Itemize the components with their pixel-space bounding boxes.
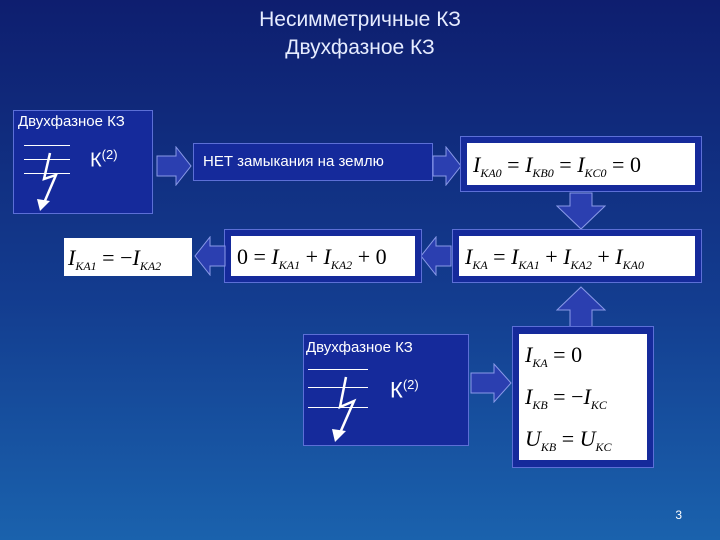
zero-sum-panel: 0 = IKA1 + IKA2 + 0	[231, 236, 415, 276]
page-number: 3	[675, 508, 682, 522]
no-ground-box: НЕТ замыкания на землю	[193, 143, 433, 181]
current-sum-equation: IKA = IKA1 + IKA2 + IKA0	[465, 244, 644, 272]
phase-line	[308, 407, 368, 408]
boundary-panel: IKA = 0 IKB = −IKC UKB = UKC	[519, 334, 647, 460]
arrow-right-icon	[432, 146, 462, 186]
boundary-frame: IKA = 0 IKB = −IKC UKB = UKC	[512, 326, 654, 468]
zero-seq-panel: IKA0 = IKB0 = IKC0 = 0	[467, 143, 695, 185]
arrow-right-icon	[470, 363, 512, 403]
zero-seq-equation: IKA0 = IKB0 = IKC0 = 0	[473, 152, 641, 180]
fault-box-top-label: Двухфазное КЗ	[18, 113, 125, 130]
result-equation: IKA1 = −IKA2	[68, 245, 162, 273]
zero-sum-frame: 0 = IKA1 + IKA2 + 0	[224, 229, 422, 283]
arrow-left-icon	[194, 236, 226, 276]
current-sum-frame: IKA = IKA1 + IKA2 + IKA0	[452, 229, 702, 283]
arrow-right-icon	[156, 146, 192, 186]
phase-line	[24, 159, 70, 160]
boundary-eq-3: UKB = UKC	[525, 426, 612, 454]
fault-type-label: К(2)	[390, 377, 419, 403]
phase-line	[308, 369, 368, 370]
fault-type-label: К(2)	[90, 147, 118, 172]
no-ground-text: НЕТ замыкания на землю	[203, 153, 384, 170]
boundary-eq-1: IKA = 0	[525, 342, 583, 370]
result-panel: IKA1 = −IKA2	[64, 238, 192, 276]
arrow-down-icon	[556, 192, 606, 230]
fault-lightning-icon	[332, 376, 357, 442]
arrow-left-icon	[420, 236, 452, 276]
arrow-up-icon	[556, 286, 606, 328]
fault-lightning-icon	[37, 152, 59, 211]
phase-line	[24, 145, 70, 146]
slide-subtitle: Двухфазное КЗ	[285, 36, 435, 59]
zero-seq-frame: IKA0 = IKB0 = IKC0 = 0	[460, 136, 702, 192]
phase-line	[308, 387, 368, 388]
fault-box-bottom: Двухфазное КЗ К(2)	[303, 334, 469, 446]
current-sum-panel: IKA = IKA1 + IKA2 + IKA0	[459, 236, 695, 276]
slide-title: Несимметричные КЗ	[259, 8, 461, 31]
boundary-eq-2: IKB = −IKC	[525, 384, 607, 412]
phase-line	[24, 173, 70, 174]
zero-sum-equation: 0 = IKA1 + IKA2 + 0	[237, 244, 387, 272]
fault-box-top: Двухфазное КЗ К(2)	[13, 110, 153, 214]
fault-box-bottom-label: Двухфазное КЗ	[306, 339, 413, 356]
